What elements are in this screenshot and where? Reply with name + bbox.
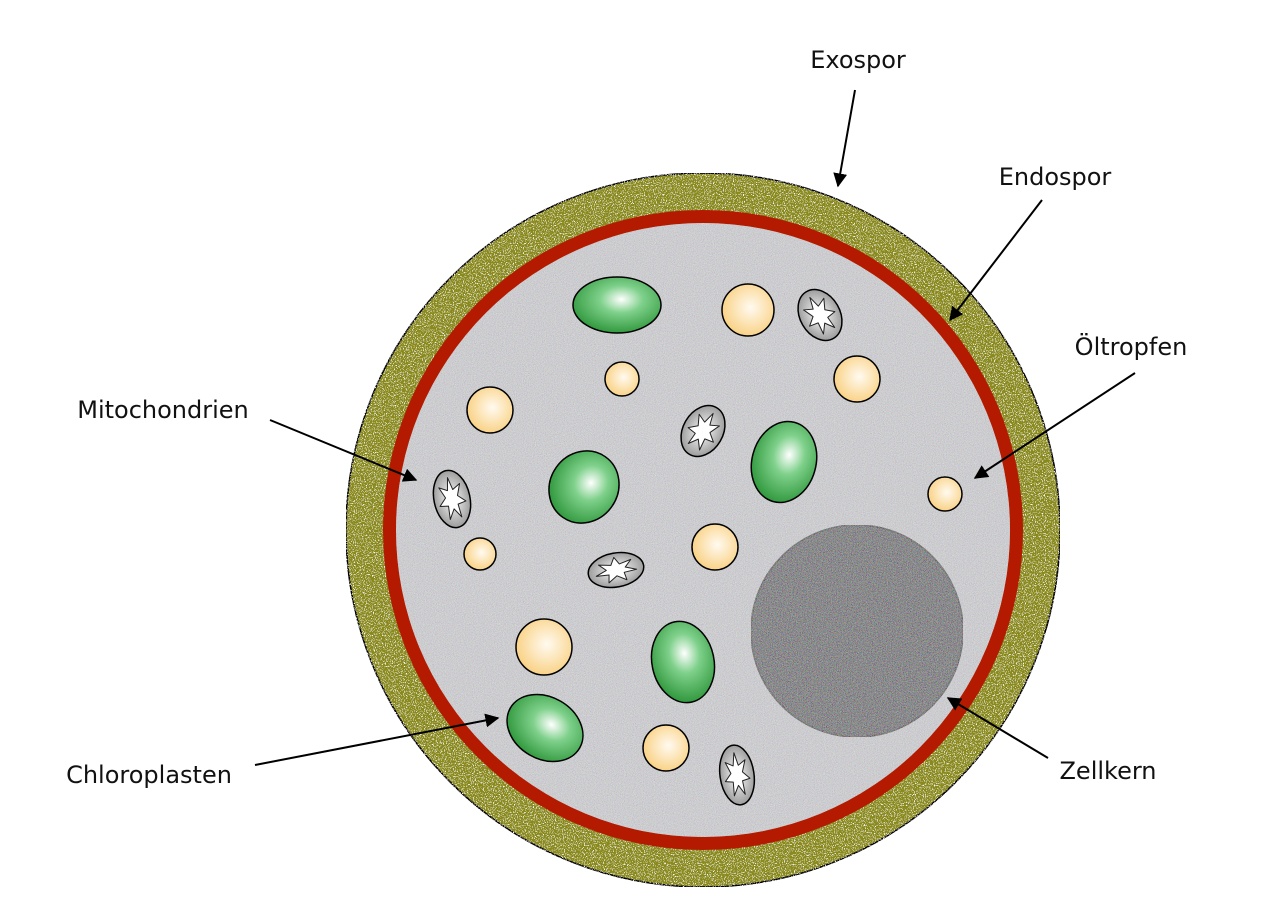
mitochondrion [797, 288, 843, 342]
mitochondrion [432, 469, 472, 529]
oil-drop [515, 618, 573, 676]
label-zellkern: Zellkern [1059, 757, 1157, 785]
label-exospor: Exospor [810, 46, 906, 74]
oil-drop [833, 355, 881, 403]
mitochondrion [587, 551, 645, 589]
chloroplast [650, 620, 716, 704]
oil-drop [721, 283, 775, 337]
label-chloroplasten: Chloroplasten [66, 761, 232, 789]
oil-drop [642, 724, 690, 772]
chloroplast [506, 693, 584, 763]
label-oeltropfen: Öltropfen [1074, 333, 1188, 361]
arrow-exospor [833, 89, 856, 188]
arrow-endospor [949, 199, 1043, 322]
oil-drop [604, 361, 640, 397]
oil-drop [466, 386, 514, 434]
mitochondrion [680, 404, 726, 458]
chloroplast [750, 420, 818, 504]
arrow-oeltropfen [973, 372, 1136, 479]
label-endospor: Endospor [998, 163, 1112, 191]
oil-drop [463, 537, 497, 571]
oil-drop [691, 523, 739, 571]
chloroplast [548, 450, 620, 524]
arrow-mitochondrien [269, 419, 418, 482]
chloroplast [572, 276, 662, 334]
arrow-chloroplasten [254, 713, 500, 766]
mitochondrion [718, 744, 756, 806]
nucleus [750, 524, 964, 738]
label-mitochondrien: Mitochondrien [77, 396, 249, 424]
oil-drop [927, 476, 963, 512]
arrow-zellkern [946, 697, 1049, 759]
